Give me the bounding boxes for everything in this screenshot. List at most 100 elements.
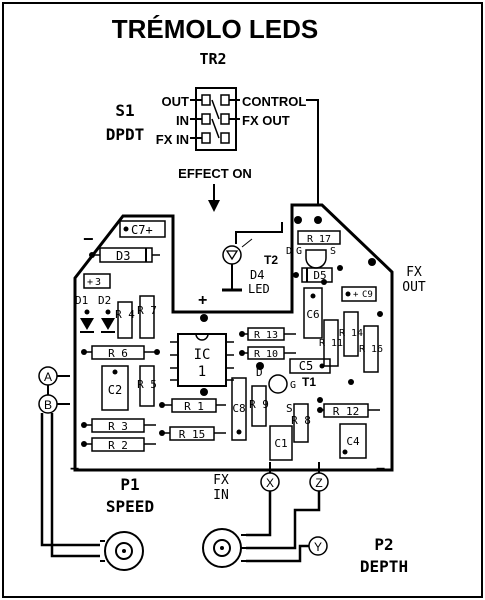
r9-label: R 9	[249, 398, 269, 411]
c9-pad	[345, 291, 351, 297]
r12-label: R 12	[333, 405, 360, 418]
r6-pad-left	[81, 349, 87, 355]
c2-capacitor	[101, 365, 129, 411]
r1-pad	[159, 402, 165, 408]
c4-label: C4	[346, 435, 360, 448]
d4-light-ray	[241, 238, 253, 248]
r14-label: R 14	[339, 328, 363, 339]
p1-name: P1	[120, 475, 139, 494]
r17-resistor	[297, 230, 341, 245]
r2-resistor	[91, 437, 145, 452]
r13-resistor	[247, 327, 285, 341]
c3-capacitor	[83, 273, 111, 289]
switch-pin-in: IN	[176, 113, 189, 128]
fx-out-pad	[368, 258, 376, 266]
r12-pad-upper	[317, 397, 323, 403]
r6-label: R 6	[108, 347, 128, 360]
wire-b-to-p1	[50, 413, 100, 558]
switch-pin-fx-in: FX IN	[156, 132, 189, 147]
d1-diode	[80, 318, 94, 330]
control-pad-1	[294, 216, 302, 224]
t2-g-label: G	[296, 246, 302, 257]
r16-label: R 16	[359, 344, 383, 355]
r15-pad	[159, 430, 165, 436]
r15-resistor	[169, 426, 215, 441]
ic1-chip	[177, 333, 227, 387]
r10-pad	[239, 350, 245, 356]
wire-x-to-p2	[246, 491, 272, 537]
t2-d-label: D	[286, 246, 292, 257]
d1-pad	[84, 309, 90, 315]
fx-out-label-2: OUT	[402, 280, 426, 295]
wire-a-to-p1	[40, 413, 100, 547]
d3-label: D3	[116, 249, 130, 263]
switch-pin-out: OUT	[162, 94, 190, 109]
d2-label: D2	[98, 294, 111, 307]
diagram-title: TRÉMOLO LEDS	[112, 14, 319, 44]
wire-z-to-p2	[246, 491, 321, 550]
c7-capacitor	[119, 220, 166, 238]
r4-resistor	[117, 301, 133, 339]
switch-pin-control: CONTROL	[242, 94, 306, 109]
c6-pad	[310, 293, 316, 299]
t1-label: T1	[302, 375, 316, 389]
c1-capacitor	[269, 425, 293, 461]
wire-y-to-p2	[246, 544, 309, 563]
effect-on-arrow-head	[208, 200, 220, 212]
c5-label: C5	[299, 359, 313, 373]
d2-diode	[101, 318, 115, 330]
c7-pad	[123, 226, 129, 232]
r13-pad	[239, 331, 245, 337]
r5-label: R 5	[137, 378, 157, 391]
control-pad-2	[314, 216, 322, 224]
p2-function: DEPTH	[360, 557, 408, 576]
r2-pad	[81, 441, 87, 447]
t2-label: T2	[264, 253, 278, 267]
ic1-notch	[195, 333, 209, 341]
pcb-outline	[73, 203, 394, 472]
t1-d-label: D	[256, 366, 263, 379]
c8-capacitor	[231, 377, 247, 441]
fx-in-label-2: IN	[213, 488, 229, 503]
r10-resistor	[247, 346, 285, 360]
r3-label: R 3	[108, 420, 128, 433]
switch-pin-fx-out: FX OUT	[242, 113, 290, 128]
c8-pad	[236, 429, 242, 435]
r2-label: R 2	[108, 439, 128, 452]
r1-label: R 1	[184, 400, 204, 413]
c6-label: C6	[306, 308, 319, 321]
ic1-pins	[170, 341, 234, 381]
led-wire	[235, 222, 283, 244]
r8-label: R 8	[291, 414, 311, 427]
r3-pad	[81, 422, 87, 428]
r11-label: R 11	[319, 338, 343, 349]
t1-transistor	[268, 374, 288, 394]
t2-transistor	[305, 249, 327, 269]
ic1-number: 1	[198, 364, 206, 380]
r14-resistor	[343, 311, 359, 357]
effect-on-label: EFFECT ON	[178, 166, 252, 181]
c1-label: C1	[274, 437, 287, 450]
board-minus-left: −	[70, 461, 79, 478]
r11-resistor	[323, 319, 339, 367]
r9-resistor	[251, 385, 267, 427]
r12-pad	[317, 407, 323, 413]
c4-pad	[342, 449, 348, 455]
dpdt-switch	[190, 87, 240, 151]
board-plus: +	[198, 292, 207, 309]
switch-type: DPDT	[106, 125, 145, 144]
fx-in-label-1: FX	[213, 473, 229, 488]
d4-led	[222, 245, 242, 265]
c2-pad	[112, 369, 118, 375]
r14-pad	[348, 379, 354, 385]
c3-plus: +	[87, 277, 93, 288]
c6-capacitor	[303, 287, 323, 339]
t1-g-label: G	[290, 380, 296, 391]
c6-upper-pad	[321, 279, 327, 285]
connector-z-label: Z	[315, 476, 322, 490]
d5-label: D5	[313, 269, 326, 282]
r12-resistor	[323, 403, 369, 418]
p1-function: SPEED	[106, 497, 154, 516]
c2-label: C2	[108, 383, 122, 397]
